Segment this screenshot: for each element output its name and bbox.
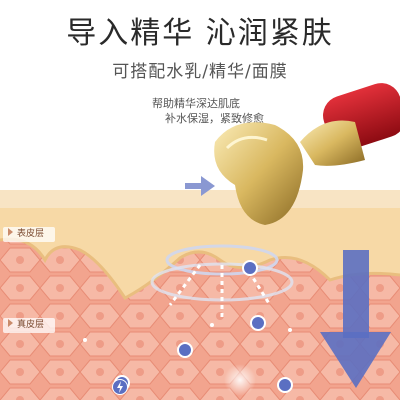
epidermis-label: 表皮层: [3, 227, 55, 242]
lightning-icon: [112, 379, 128, 395]
skin-cross-section-icon: [0, 190, 400, 400]
description-line-1: 帮助精华深达肌底: [152, 97, 240, 110]
massage-device-icon: [214, 83, 400, 225]
page-subtitle: 可搭配水乳/精华/面膜: [112, 62, 288, 82]
down-arrow-icon: [320, 250, 391, 388]
page-title: 导入精华 沁润紧肤: [66, 16, 334, 51]
dermis-label: 真皮层: [3, 318, 55, 333]
description-line-2: 补水保湿，紧致修愈: [165, 112, 264, 125]
arrow-right-icon: [185, 176, 215, 196]
